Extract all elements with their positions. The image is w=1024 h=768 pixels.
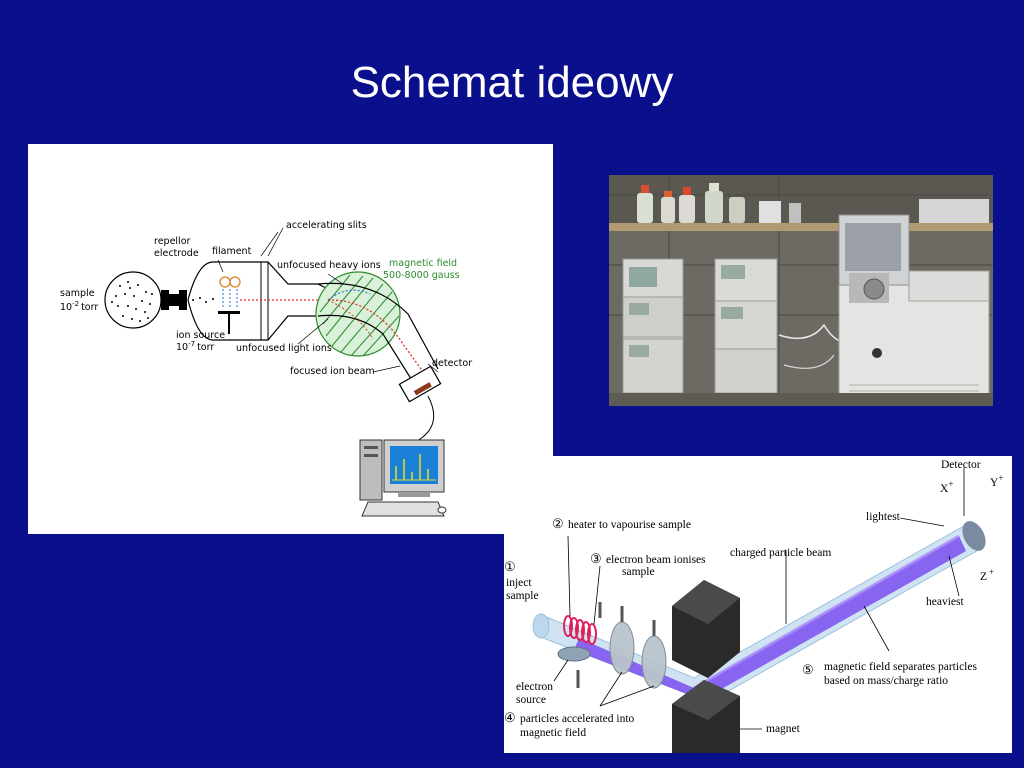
heater-coil-icon xyxy=(563,615,597,645)
bottles-icon xyxy=(637,183,989,223)
label-accelerated-2: magnetic field xyxy=(520,727,586,739)
label-electron-source-2: source xyxy=(516,694,546,706)
label-electrode: electrode xyxy=(154,248,199,259)
label-separates: magnetic field separates particles xyxy=(824,661,977,673)
label-ion-source: ion source xyxy=(176,330,225,341)
label-sample: sample xyxy=(60,288,95,299)
label-x-plus: X+ xyxy=(940,479,953,495)
label-electron-beam: electron beam ionises xyxy=(606,554,706,566)
step1-number: ① xyxy=(504,559,516,574)
lab-instrument-photo xyxy=(609,175,993,406)
mass-spectrometer-diagram: ② heater to vapourise sample ③ electron … xyxy=(504,456,1012,753)
filament-icon xyxy=(219,276,231,288)
label-magnet: magnet xyxy=(766,723,801,735)
detector-box xyxy=(398,365,442,403)
label-repellor: repellor xyxy=(154,236,191,247)
hplc-module-stack-2 xyxy=(714,258,778,394)
label-heaviest: heaviest xyxy=(926,596,964,608)
label-accelerated: particles accelerated into xyxy=(520,713,635,725)
accelerator-plates xyxy=(576,602,667,689)
label-separates-2: based on mass/charge ratio xyxy=(824,675,948,687)
slide-title: Schemat ideowy xyxy=(350,58,674,107)
magnet-icon xyxy=(672,580,740,753)
sample-sphere xyxy=(104,271,162,329)
label-detector: Detector xyxy=(941,459,981,471)
label-z-plus: Z+ xyxy=(980,567,994,583)
lab-photo-svg xyxy=(609,175,993,406)
label-unfocused-light: unfocused light ions xyxy=(236,343,332,354)
label-inject-2: sample xyxy=(506,590,539,602)
label-accelerating-slits: accelerating slits xyxy=(286,220,367,231)
step5-number: ⑤ xyxy=(802,662,814,677)
label-gauss: 500-8000 gauss xyxy=(383,270,460,281)
label-magnetic-field: magnetic field xyxy=(389,258,457,269)
computer-icon xyxy=(359,439,447,517)
label-heater: heater to vapourise sample xyxy=(568,519,691,531)
label-inject: inject xyxy=(506,577,532,589)
label-filament: filament xyxy=(212,246,252,257)
mass-spectrometer-unit xyxy=(838,214,990,406)
label-charged-beam: charged particle beam xyxy=(730,547,831,559)
step2-number: ② xyxy=(552,516,564,531)
label-y-plus: Y+ xyxy=(990,473,1003,489)
label-focused-beam: focused ion beam xyxy=(290,366,375,377)
step3-number: ③ xyxy=(590,551,602,566)
hplc-module-stack xyxy=(622,258,684,394)
step4-number: ④ xyxy=(504,710,516,725)
electron-source-icon xyxy=(557,646,591,662)
label-electron-beam-2: sample xyxy=(622,566,655,578)
label-electron-source: electron xyxy=(516,681,553,693)
label-unfocused-heavy: unfocused heavy ions xyxy=(277,260,381,271)
label-lightest: lightest xyxy=(866,511,901,523)
mass-spectrometer-svg: ② heater to vapourise sample ③ electron … xyxy=(504,459,1003,753)
label-detector: detector xyxy=(432,358,472,369)
